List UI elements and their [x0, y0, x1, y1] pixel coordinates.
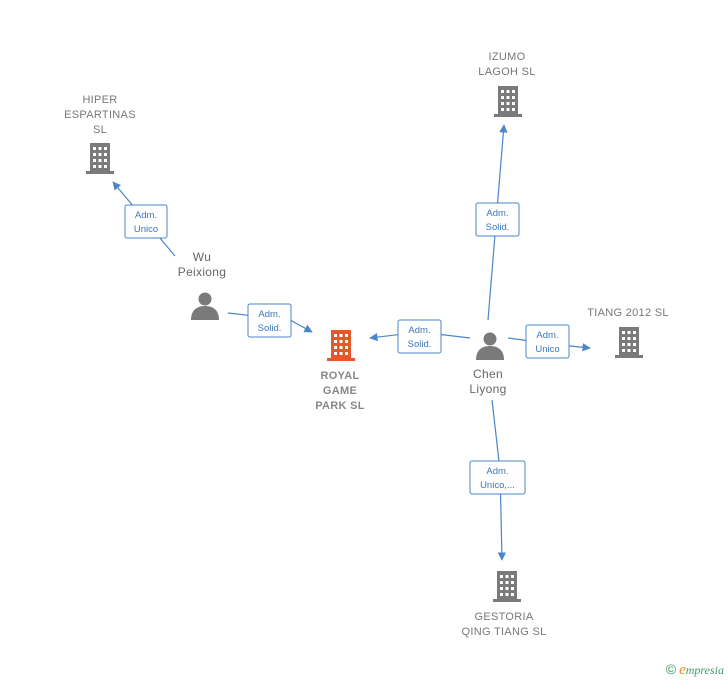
edge-label-line: Adm.: [258, 309, 280, 320]
edge-label-chen-tiang[interactable]: Adm. Unico: [525, 324, 570, 359]
node-label: IZUMO: [489, 51, 526, 63]
node-label: SL: [93, 124, 107, 136]
node-label: Peixiong: [178, 265, 226, 279]
building-icon: [615, 327, 643, 358]
building-icon: [327, 330, 355, 361]
company-node-tiang-2012[interactable]: TIANG 2012 SL: [587, 307, 669, 358]
edge-label-chen-gestoria[interactable]: Adm. Unico,...: [469, 460, 526, 495]
edge-label-line: Adm.: [408, 325, 430, 336]
node-label: Wu: [193, 250, 211, 264]
edge-label-line: Adm.: [486, 466, 508, 477]
node-label: QING TIANG SL: [462, 626, 547, 638]
edge-label-line: Solid.: [408, 339, 432, 350]
brand-initial: e: [679, 662, 686, 678]
building-icon: [493, 571, 521, 602]
building-icon: [86, 143, 114, 174]
person-node-chen-liyong[interactable]: Chen Liyong: [469, 332, 506, 397]
edge-label-line: Adm.: [536, 330, 558, 341]
node-label: Chen: [473, 367, 503, 381]
edge-label-chen-royal[interactable]: Adm. Solid.: [397, 319, 442, 354]
company-node-hiper-espartinas[interactable]: HIPER ESPARTINAS SL: [64, 94, 136, 174]
edge-label-line: Solid.: [486, 222, 510, 233]
node-label: ESPARTINAS: [64, 109, 136, 121]
building-icon: [494, 86, 522, 117]
edge-label-wu-royal[interactable]: Adm. Solid.: [247, 303, 292, 338]
edge-label-line: Unico,...: [480, 480, 515, 491]
brand-name: mpresia: [685, 663, 724, 677]
edge-label-line: Adm.: [135, 210, 157, 221]
edge-label-line: Unico: [535, 344, 559, 355]
node-label: TIANG 2012 SL: [587, 307, 669, 319]
node-label: HIPER: [82, 94, 117, 106]
node-label: ROYAL: [321, 370, 360, 382]
edge-label-chen-izumo[interactable]: Adm. Solid.: [475, 202, 520, 237]
node-label: Liyong: [469, 382, 506, 396]
company-node-royal-game-park[interactable]: ROYAL GAME PARK SL: [315, 330, 365, 412]
company-node-izumo-lagoh[interactable]: IZUMO LAGOH SL: [478, 51, 535, 117]
node-label: GESTORIA: [474, 611, 533, 623]
person-icon: [191, 292, 219, 320]
node-label: LAGOH SL: [478, 66, 535, 78]
brand-footer: ©empresia: [666, 661, 724, 679]
copyright-icon: ©: [665, 661, 677, 677]
node-label: PARK SL: [315, 400, 365, 412]
edges: [112, 124, 591, 561]
company-node-gestoria-qing-tiang[interactable]: GESTORIA QING TIANG SL: [462, 571, 547, 638]
node-label: GAME: [323, 385, 357, 397]
person-node-wu-peixiong[interactable]: Wu Peixiong: [178, 250, 226, 320]
edge-label-wu-hiper[interactable]: Adm. Unico: [124, 204, 168, 239]
edge-label-line: Adm.: [486, 208, 508, 219]
edge-label-line: Solid.: [258, 323, 282, 334]
person-icon: [476, 332, 504, 360]
edge-label-line: Unico: [134, 224, 158, 235]
